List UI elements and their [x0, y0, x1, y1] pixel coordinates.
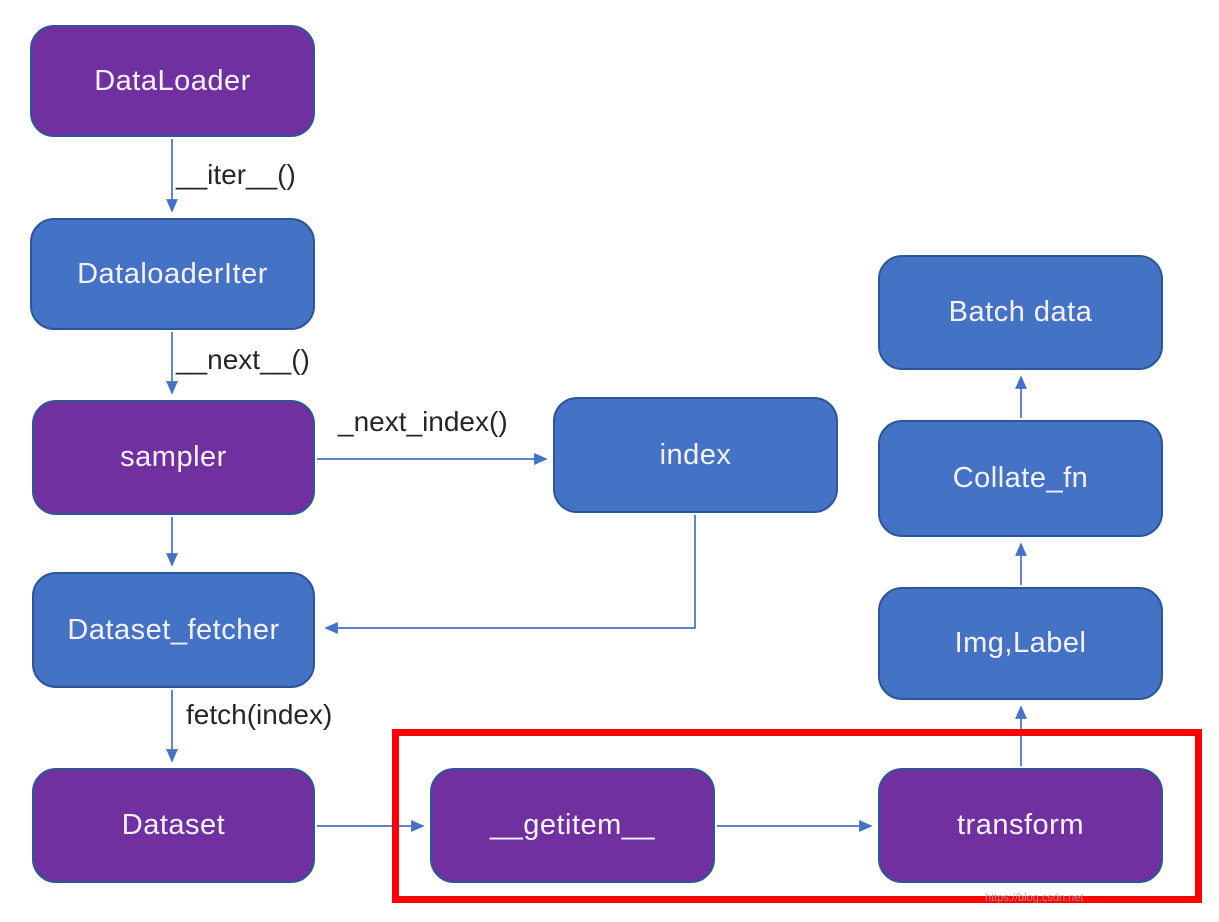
node-dataloaderiter: DataloaderIter — [30, 218, 315, 330]
node-transform: transform — [878, 768, 1163, 883]
node-img-label: Img,Label — [878, 587, 1163, 700]
node-dataloader: DataLoader — [30, 25, 315, 137]
node-dataset-fetcher: Dataset_fetcher — [32, 572, 315, 688]
node-batch-data: Batch data — [878, 255, 1163, 370]
arrow-index-to-dataset-fetcher — [324, 515, 696, 634]
highlight-rectangle — [392, 729, 1202, 903]
edge-label-iter: __iter__() — [176, 159, 296, 190]
node-collate-fn: Collate_fn — [878, 420, 1163, 537]
node-sampler: sampler — [32, 400, 315, 515]
edge-label-fetch: fetch(index) — [186, 699, 333, 730]
edge-label-next: __next__() — [176, 344, 310, 375]
watermark-text: https://blog.csdn.net — [985, 892, 1084, 904]
edge-label-next-index: _next_index() — [338, 406, 508, 437]
node-getitem: __getitem__ — [430, 768, 715, 883]
node-index: index — [553, 397, 838, 513]
node-dataset: Dataset — [32, 768, 315, 883]
